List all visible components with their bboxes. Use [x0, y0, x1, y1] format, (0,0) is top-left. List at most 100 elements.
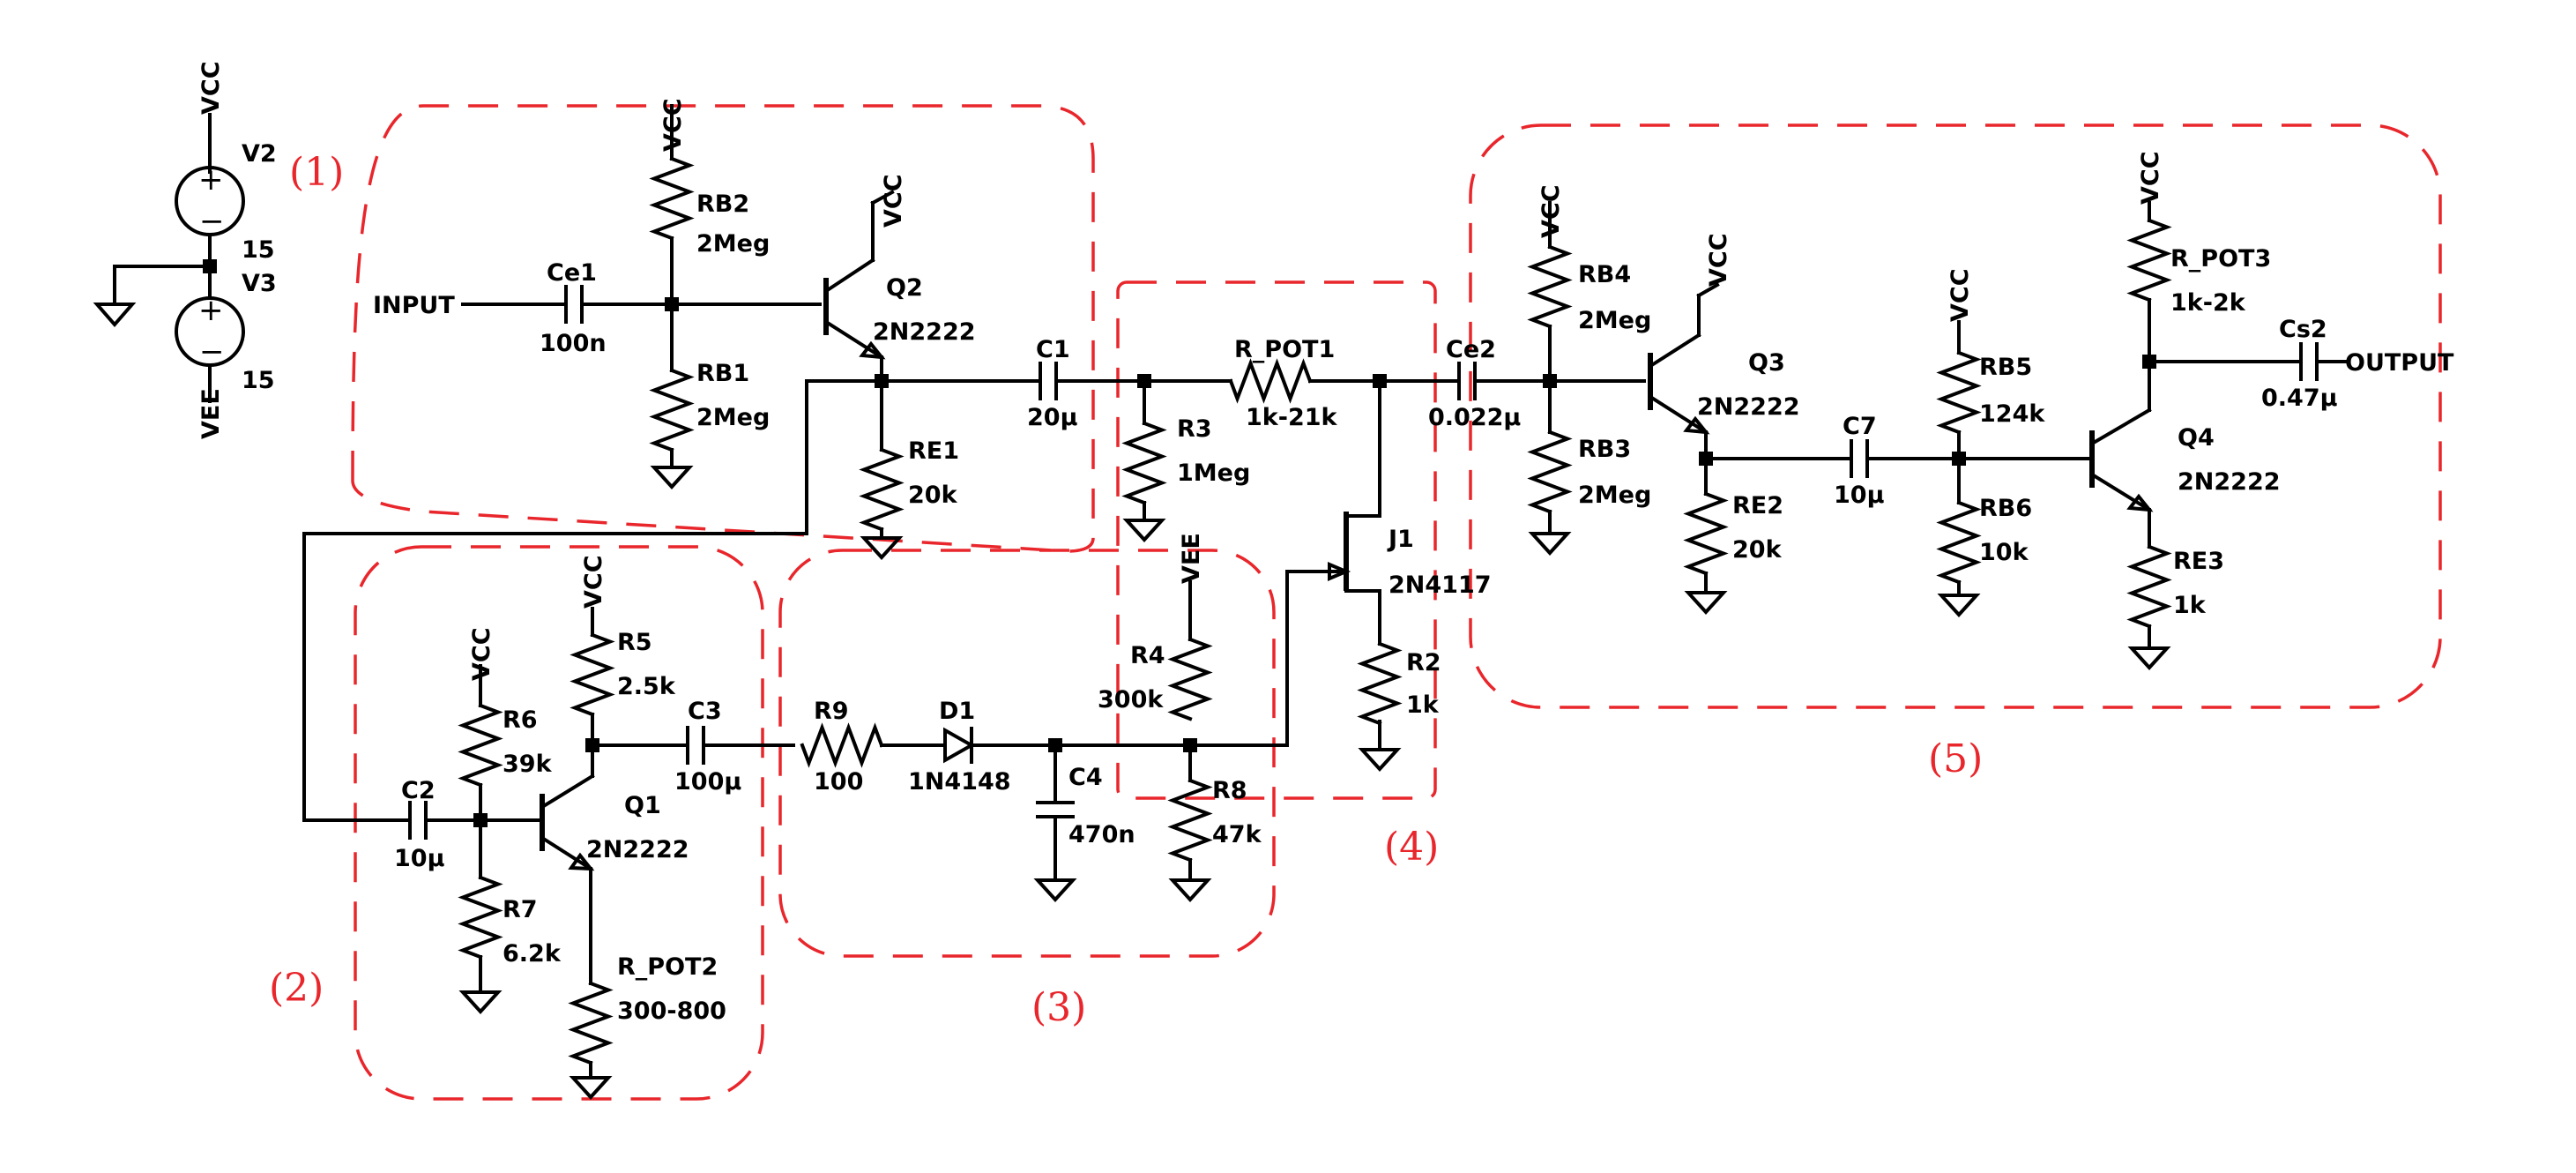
vcc-rail-label: VCC — [197, 61, 225, 115]
vcc-rail-label: VCC — [880, 174, 907, 228]
q3-value: 2N2222 — [1697, 393, 1800, 421]
rpot2-name: R_POT2 — [617, 953, 718, 981]
rb5-value: 124k — [1979, 400, 2045, 428]
resistor-r6 — [458, 703, 503, 788]
re1-name: RE1 — [908, 437, 959, 465]
resistor-r3 — [1121, 421, 1167, 505]
source-value: 15 — [242, 236, 275, 264]
diode-d1 — [943, 727, 976, 764]
ground-symbol — [569, 1076, 613, 1100]
c4-name: C4 — [1068, 764, 1103, 791]
c2-value: 10µ — [394, 845, 445, 872]
r6-name: R6 — [503, 706, 538, 734]
d1-name: D1 — [939, 698, 975, 725]
d1-value: 1N4148 — [908, 768, 1011, 796]
q2-value: 2N2222 — [873, 318, 976, 346]
r4-value: 300k — [1098, 686, 1164, 714]
r4-name: R4 — [1130, 642, 1165, 669]
resistor-rpot2 — [568, 981, 614, 1065]
ground-symbol — [1168, 878, 1212, 902]
rb2-value: 2Meg — [696, 230, 770, 258]
resistor-rpot1 — [1228, 358, 1313, 404]
resistors — [458, 156, 2172, 1065]
section-3-tag: (3) — [1031, 985, 1086, 1030]
r7-name: R7 — [503, 896, 538, 923]
ground-symbol — [650, 466, 694, 489]
output-label: OUTPUT — [2345, 349, 2454, 377]
resistor-r7 — [458, 875, 503, 960]
source-name: V3 — [242, 270, 277, 297]
section-5-wiring — [1473, 201, 2347, 670]
input-label: INPUT — [373, 292, 455, 319]
ce2-name: Ce2 — [1446, 336, 1496, 363]
ground-symbol — [1528, 532, 1572, 556]
q1-value: 2N2222 — [586, 836, 689, 863]
rb3-value: 2Meg — [1578, 482, 1651, 509]
section-box-5 — [1469, 123, 2442, 709]
r8-name: R8 — [1212, 777, 1247, 804]
ground-symbol — [93, 303, 137, 328]
section-box-2 — [354, 545, 764, 1101]
rb1-name: RB1 — [696, 360, 749, 387]
re2-value: 20k — [1732, 536, 1783, 564]
source-value: 15 — [242, 367, 275, 394]
rpot3-name: R_POT3 — [2170, 245, 2271, 273]
source-name: V2 — [242, 140, 277, 168]
r2-name: R2 — [1406, 649, 1441, 676]
c2-name: C2 — [401, 777, 436, 804]
q2-name: Q2 — [886, 274, 923, 302]
q1-name: Q1 — [624, 792, 661, 819]
section-box-1 — [351, 104, 1095, 553]
re1-value: 20k — [908, 482, 958, 509]
j1-name: J1 — [1387, 526, 1414, 553]
section-box-3 — [778, 549, 1276, 958]
ground-symbol — [1122, 519, 1166, 542]
resistor-rb6 — [1936, 500, 1982, 585]
rb5-name: RB5 — [1979, 354, 2032, 381]
rb6-value: 10k — [1979, 539, 2029, 566]
resistor-r9 — [800, 722, 884, 768]
rpot1-value: 1k-21k — [1246, 404, 1338, 431]
c4-value: 470n — [1068, 821, 1135, 848]
resistor-rb3 — [1527, 430, 1573, 514]
rb4-value: 2Meg — [1578, 307, 1651, 334]
ground-symbol — [860, 536, 904, 560]
re3-value: 1k — [2173, 592, 2207, 619]
section-5-tag: (5) — [1928, 736, 1983, 781]
section-box-4 — [1116, 280, 1437, 800]
section-2-wiring — [302, 532, 808, 1100]
r8-value: 47k — [1212, 821, 1262, 848]
c7-name: C7 — [1843, 413, 1877, 440]
r3-name: R3 — [1177, 415, 1212, 443]
ground-symbol — [1358, 748, 1402, 772]
resistor-rpot3 — [2126, 218, 2172, 303]
q3-name: Q3 — [1748, 349, 1785, 377]
ground-symbol — [458, 990, 503, 1014]
plus-sign: + — [198, 162, 224, 198]
rpot1-name: R_POT1 — [1234, 336, 1335, 363]
r7-value: 6.2k — [503, 940, 562, 968]
ce2-value: 0.022µ — [1428, 404, 1521, 431]
rb1-value: 2Meg — [696, 404, 770, 431]
resistor-r8 — [1167, 778, 1213, 863]
ground-symbol — [1684, 591, 1728, 615]
c3-name: C3 — [688, 698, 722, 725]
minus-sign: − — [199, 204, 225, 239]
ground-symbol — [1937, 594, 1981, 617]
labels: + − + − V2 15 V3 15 VCC VEE VCC VCC VCC … — [197, 61, 2454, 1030]
r9-name: R9 — [814, 698, 849, 725]
j1-value: 2N4117 — [1389, 572, 1492, 599]
c7-value: 10µ — [1834, 482, 1885, 509]
c1-value: 20µ — [1027, 404, 1078, 431]
re2-name: RE2 — [1732, 492, 1783, 519]
q4-name: Q4 — [2178, 424, 2215, 452]
vcc-rail-label: VCC — [468, 627, 495, 681]
q4-value: 2N2222 — [2178, 468, 2281, 496]
rb6-name: RB6 — [1979, 495, 2032, 522]
c3-value: 100µ — [674, 768, 741, 796]
vcc-rail-label: VCC — [659, 98, 687, 152]
rb3-name: RB3 — [1578, 436, 1631, 463]
cs2-name: Cs2 — [2279, 316, 2327, 343]
ce1-value: 100n — [540, 330, 607, 357]
